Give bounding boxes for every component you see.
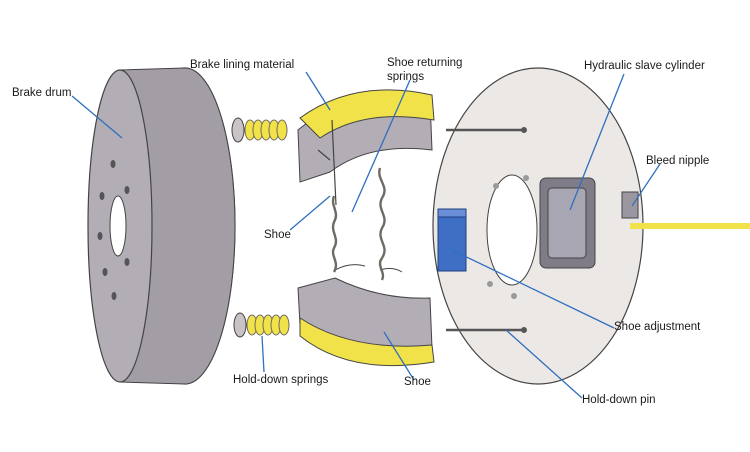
hold-down-pin-lower	[446, 327, 527, 333]
label-hold-down-springs: Hold-down springs	[233, 374, 328, 386]
hold-down-spring-lower	[233, 312, 290, 338]
leader-lines	[71, 71, 661, 399]
label-hold-down-pin: Hold-down pin	[582, 394, 656, 406]
hold-down-pin-upper	[446, 127, 527, 133]
brake-shoe-upper	[297, 89, 435, 206]
label-shoe-returning-springs-line2: springs	[387, 71, 424, 83]
shoe-returning-spring-right	[378, 167, 386, 281]
brake-drum	[87, 67, 236, 385]
backing-plate	[432, 67, 644, 385]
shoe-adjustment	[437, 208, 467, 272]
hydraulic-slave-cylinder	[539, 177, 596, 269]
shoe-returning-spring-left	[331, 195, 338, 273]
label-shoe-upper: Shoe	[264, 229, 291, 241]
label-shoe-adjustment: Shoe adjustment	[614, 321, 701, 333]
brake-shoe-lower	[297, 264, 435, 367]
label-shoe-returning-springs-line1: Shoe returning	[387, 57, 462, 69]
label-brake-drum: Brake drum	[12, 87, 71, 99]
hold-down-spring-upper	[231, 117, 288, 143]
label-shoe-lower: Shoe	[404, 376, 431, 388]
label-brake-lining-material: Brake lining material	[190, 59, 294, 71]
label-hydraulic-slave-cylinder: Hydraulic slave cylinder	[584, 60, 705, 72]
label-bleed-nipple: Bleed nipple	[646, 155, 709, 167]
bleed-nipple	[621, 191, 639, 219]
